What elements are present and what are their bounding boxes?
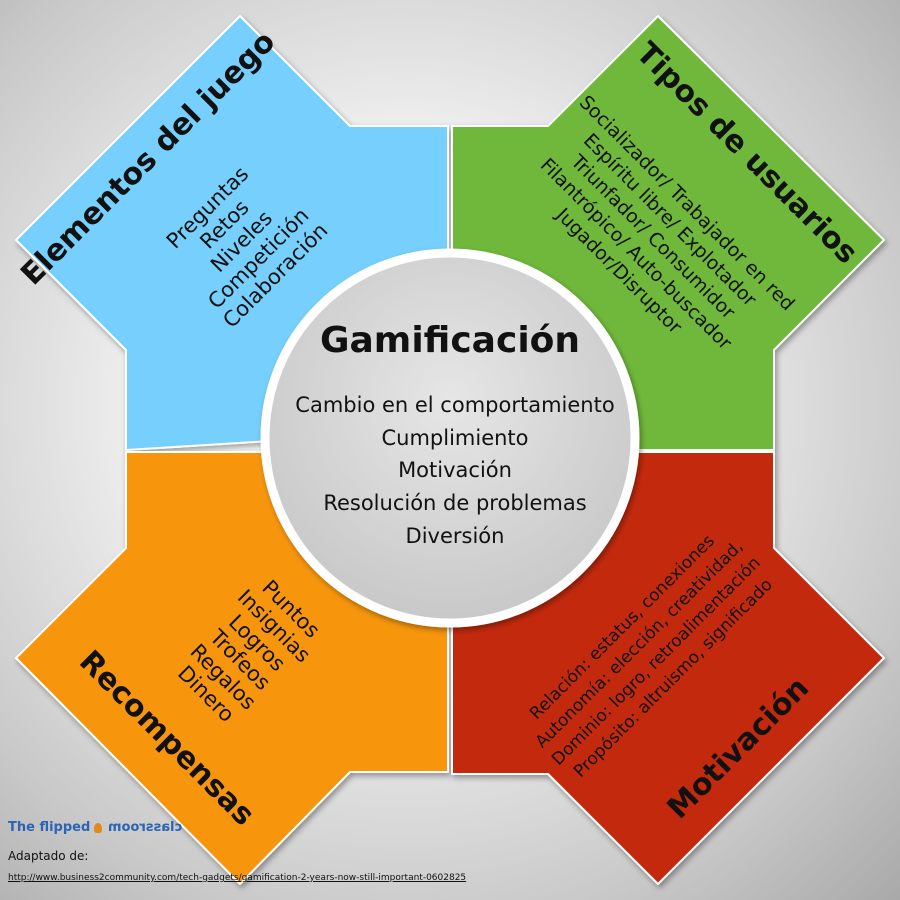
- center-item: Cumplimiento: [381, 426, 528, 450]
- center-title: Gamificación: [320, 320, 580, 361]
- center-item: Diversión: [406, 524, 505, 548]
- adapted-label: Adaptado de:: [8, 849, 89, 863]
- center-item: Cambio en el comportamiento: [295, 393, 614, 417]
- brand-right-text: classroom: [108, 820, 183, 835]
- brand-logo: The flipped classroom: [8, 820, 468, 835]
- lightbulb-icon: [94, 822, 103, 833]
- brand-left-text: The flipped: [8, 820, 91, 835]
- center-item: Resolución de problemas: [323, 491, 586, 515]
- source-link[interactable]: http://www.business2community.com/tech-g…: [8, 873, 467, 883]
- center-item: Motivación: [398, 458, 512, 482]
- center-circle: [260, 248, 640, 628]
- credit-block: The flipped classroom Adaptado de: http:…: [8, 820, 468, 883]
